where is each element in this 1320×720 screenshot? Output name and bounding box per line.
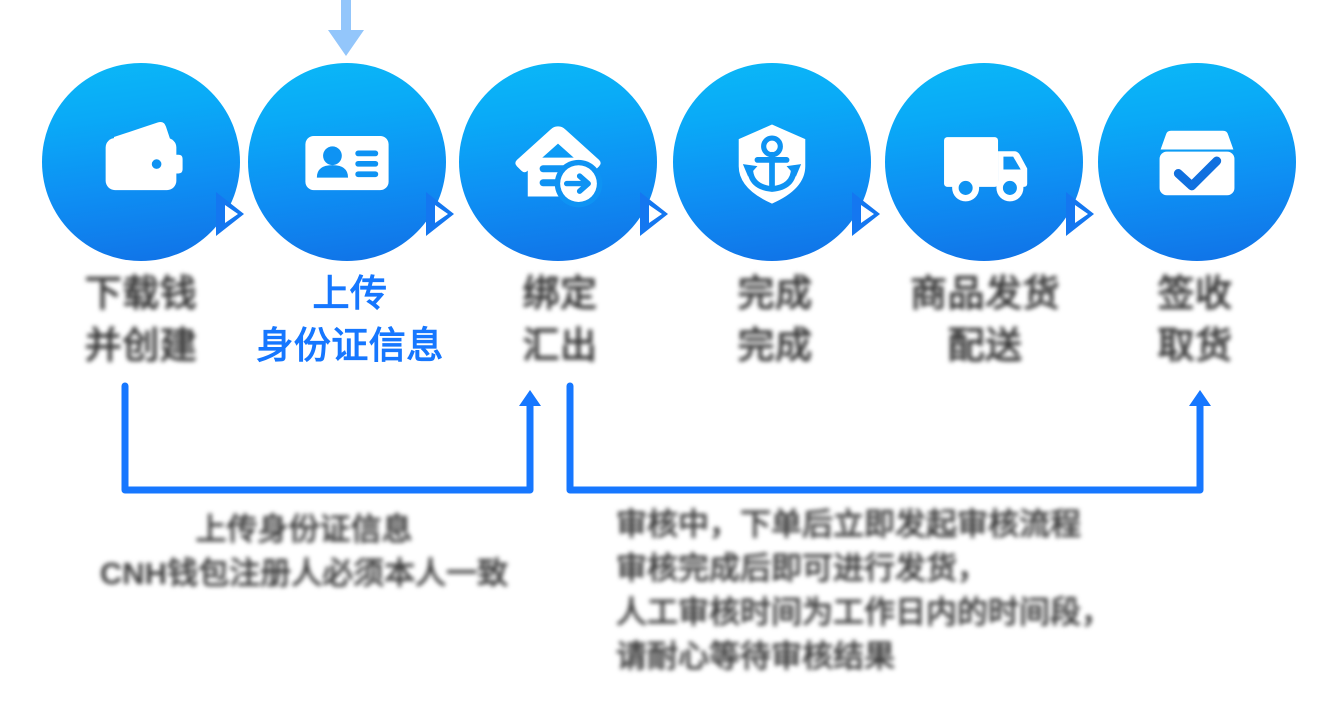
shield-anchor-icon [738,124,806,204]
step-1-label: 下载钱 并创建 [84,273,198,366]
bracket-group [0,382,1320,502]
caption-right: 审核中，下单后立即发起审核流程 审核完成后即可进行发货， 人工审核时间为工作日内… [616,507,1112,674]
wallet-icon [105,121,183,191]
step-3-label: 绑定 汇出 [522,273,598,366]
step-1[interactable] [42,63,240,261]
bracket-left [121,382,541,494]
chevron-right-icon-3 [638,191,672,237]
caption-left: 上传身份证信息 CNH钱包注册人必须本人一致 [99,512,509,591]
step-4[interactable] [673,63,871,261]
steps-row [0,63,1320,263]
arrow-down-icon [323,0,369,62]
step-4-circle [673,63,871,261]
chevron-right-icon-4 [850,191,884,237]
step-6[interactable] [1098,63,1296,261]
step-5[interactable] [885,63,1083,261]
step-2-label: 上传 身份证信息 [256,273,444,366]
chevron-right-icon-2 [424,191,458,237]
chevron-right-icon-5 [1064,191,1098,237]
step-5-label: 商品发货 配送 [910,273,1060,366]
step-3-circle [459,63,657,261]
step-2[interactable] [248,63,446,261]
id-card-icon [305,136,389,191]
step-6-label: 签收 取货 [1157,273,1233,366]
step-2-circle [248,63,446,261]
step-5-circle [885,63,1083,261]
step-1-circle [42,63,240,261]
chevron-right-icon-1 [214,191,248,237]
step-labels: 下载钱 并创建 上传 身份证信息 绑定 汇出 完成 完成 商品发货 配送 签收 … [0,268,1320,378]
bracket-right [566,382,1211,494]
house-exit-icon [515,126,603,208]
step-6-circle [1098,63,1296,261]
step-3[interactable] [459,63,657,261]
delivery-truck-icon [944,137,1028,202]
step-4-label: 完成 完成 [737,273,813,366]
box-check-icon [1159,130,1235,196]
